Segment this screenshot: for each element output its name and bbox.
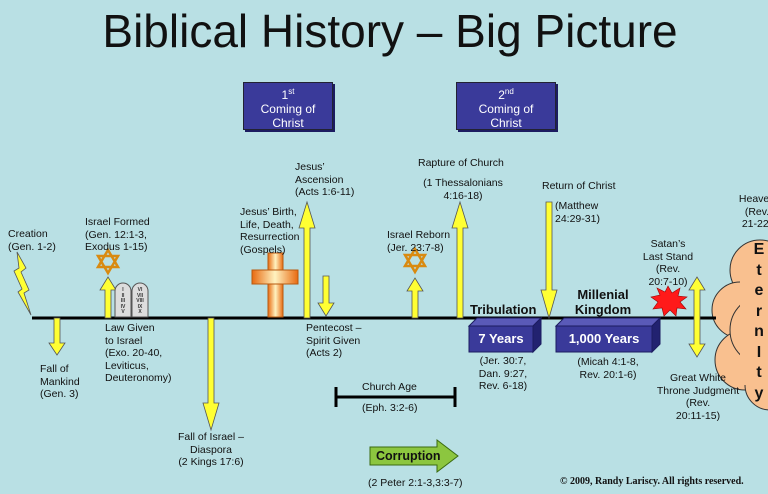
page-title: Biblical History – Big Picture (102, 5, 678, 57)
rapture-label: Rapture of Church (418, 157, 504, 169)
jesus-birth-label: Jesus’ Birth, Life, Death, Resurrection … (240, 206, 300, 256)
millenial-box (554, 316, 662, 354)
cross-icon (251, 252, 299, 318)
return-christ-label: Return of Christ (542, 180, 616, 192)
corruption-ref: (2 Peter 2:1-3,3:3-7) (368, 477, 463, 489)
tribulation-years: 7 Years (478, 331, 524, 346)
satan-label: Satan’s Last Stand (Rev. 20:7-10) (642, 238, 694, 288)
corruption-label: Corruption (376, 449, 441, 463)
israel-formed-label: Israel Formed (Gen. 12:1-3, Exodus 1-15) (85, 216, 150, 253)
heaven-label: Heaven (Rev. 21-22) (738, 193, 768, 230)
corruption-arrow (369, 438, 459, 474)
eternity-label: E t e r n I t y (753, 241, 765, 402)
tablet-right-numerals: VI VII VIII IX X (136, 287, 144, 316)
fall-israel-label: Fall of Israel – Diaspora (2 Kings 17:6) (178, 431, 244, 468)
tablet-left-numerals: I II III IV V (120, 287, 126, 316)
second-coming-box: 2nd Coming of Christ (456, 82, 556, 130)
coming-label: Coming of Christ (478, 102, 534, 130)
church-age-ref: (Eph. 3:2-6) (362, 402, 418, 414)
ascension-label: Jesus’ Ascension (Acts 1:6-11) (295, 161, 355, 198)
copyright: © 2009, Randy Lariscy. All rights reserv… (560, 476, 744, 487)
return-christ-arrow (540, 201, 558, 320)
rapture-ref: (1 Thessalonians 4:16-18) (423, 177, 503, 202)
tribulation-label: Tribulation (470, 302, 537, 317)
millenial-label: Millenial Kingdom (574, 287, 632, 317)
fall-israel-arrow (202, 317, 220, 432)
creation-label: Creation (Gen. 1-2) (8, 228, 56, 253)
fall-mankind-label: Fall of Mankind (Gen. 3) (40, 363, 80, 400)
star-of-david-icon (95, 247, 121, 276)
starburst-icon (650, 285, 688, 317)
fall-mankind-arrow (48, 317, 66, 356)
rapture-arrow (451, 200, 469, 319)
law-given-label: Law Given to Israel (Exo. 20-40, Levitic… (105, 322, 172, 384)
coming-label: Coming of Christ (260, 102, 316, 130)
israel-formed-arrow (99, 276, 117, 319)
israel-reborn-arrow (406, 277, 424, 319)
first-coming-box: 1st Coming of Christ (243, 82, 333, 130)
ordinal-suffix: st (288, 87, 295, 96)
tribulation-ref: (Jer. 30:7, Dan. 9:27, Rev. 6-18) (478, 355, 528, 392)
ordinal-suffix: nd (504, 87, 514, 96)
cloud-fill (740, 265, 768, 385)
tribulation-box (467, 316, 543, 354)
return-christ-ref: (Matthew 24:29-31) (555, 200, 600, 225)
white-throne-label: Great White Throne Judgment (Rev. 20:11-… (656, 372, 740, 422)
star-of-david-icon (402, 246, 428, 275)
millenial-years: 1,000 Years (568, 331, 640, 346)
pentecost-label: Pentecost – Spirit Given (Acts 2) (306, 322, 362, 359)
ordinal: 1 (281, 88, 289, 102)
ascension-arrow (298, 200, 316, 319)
ten-commandments-tablets-icon (114, 282, 149, 318)
israel-reborn-label: Israel Reborn (Jer. 23:7-8) (387, 229, 451, 254)
church-age-label: Church Age (362, 381, 417, 393)
ordinal: 2 (498, 88, 505, 102)
lightning-icon (13, 251, 32, 316)
pentecost-arrow (317, 275, 335, 317)
church-age-bar (334, 387, 457, 407)
white-throne-double-arrow (688, 276, 706, 358)
millenial-ref: (Micah 4:1-8, Rev. 20:1-6) (577, 356, 639, 381)
